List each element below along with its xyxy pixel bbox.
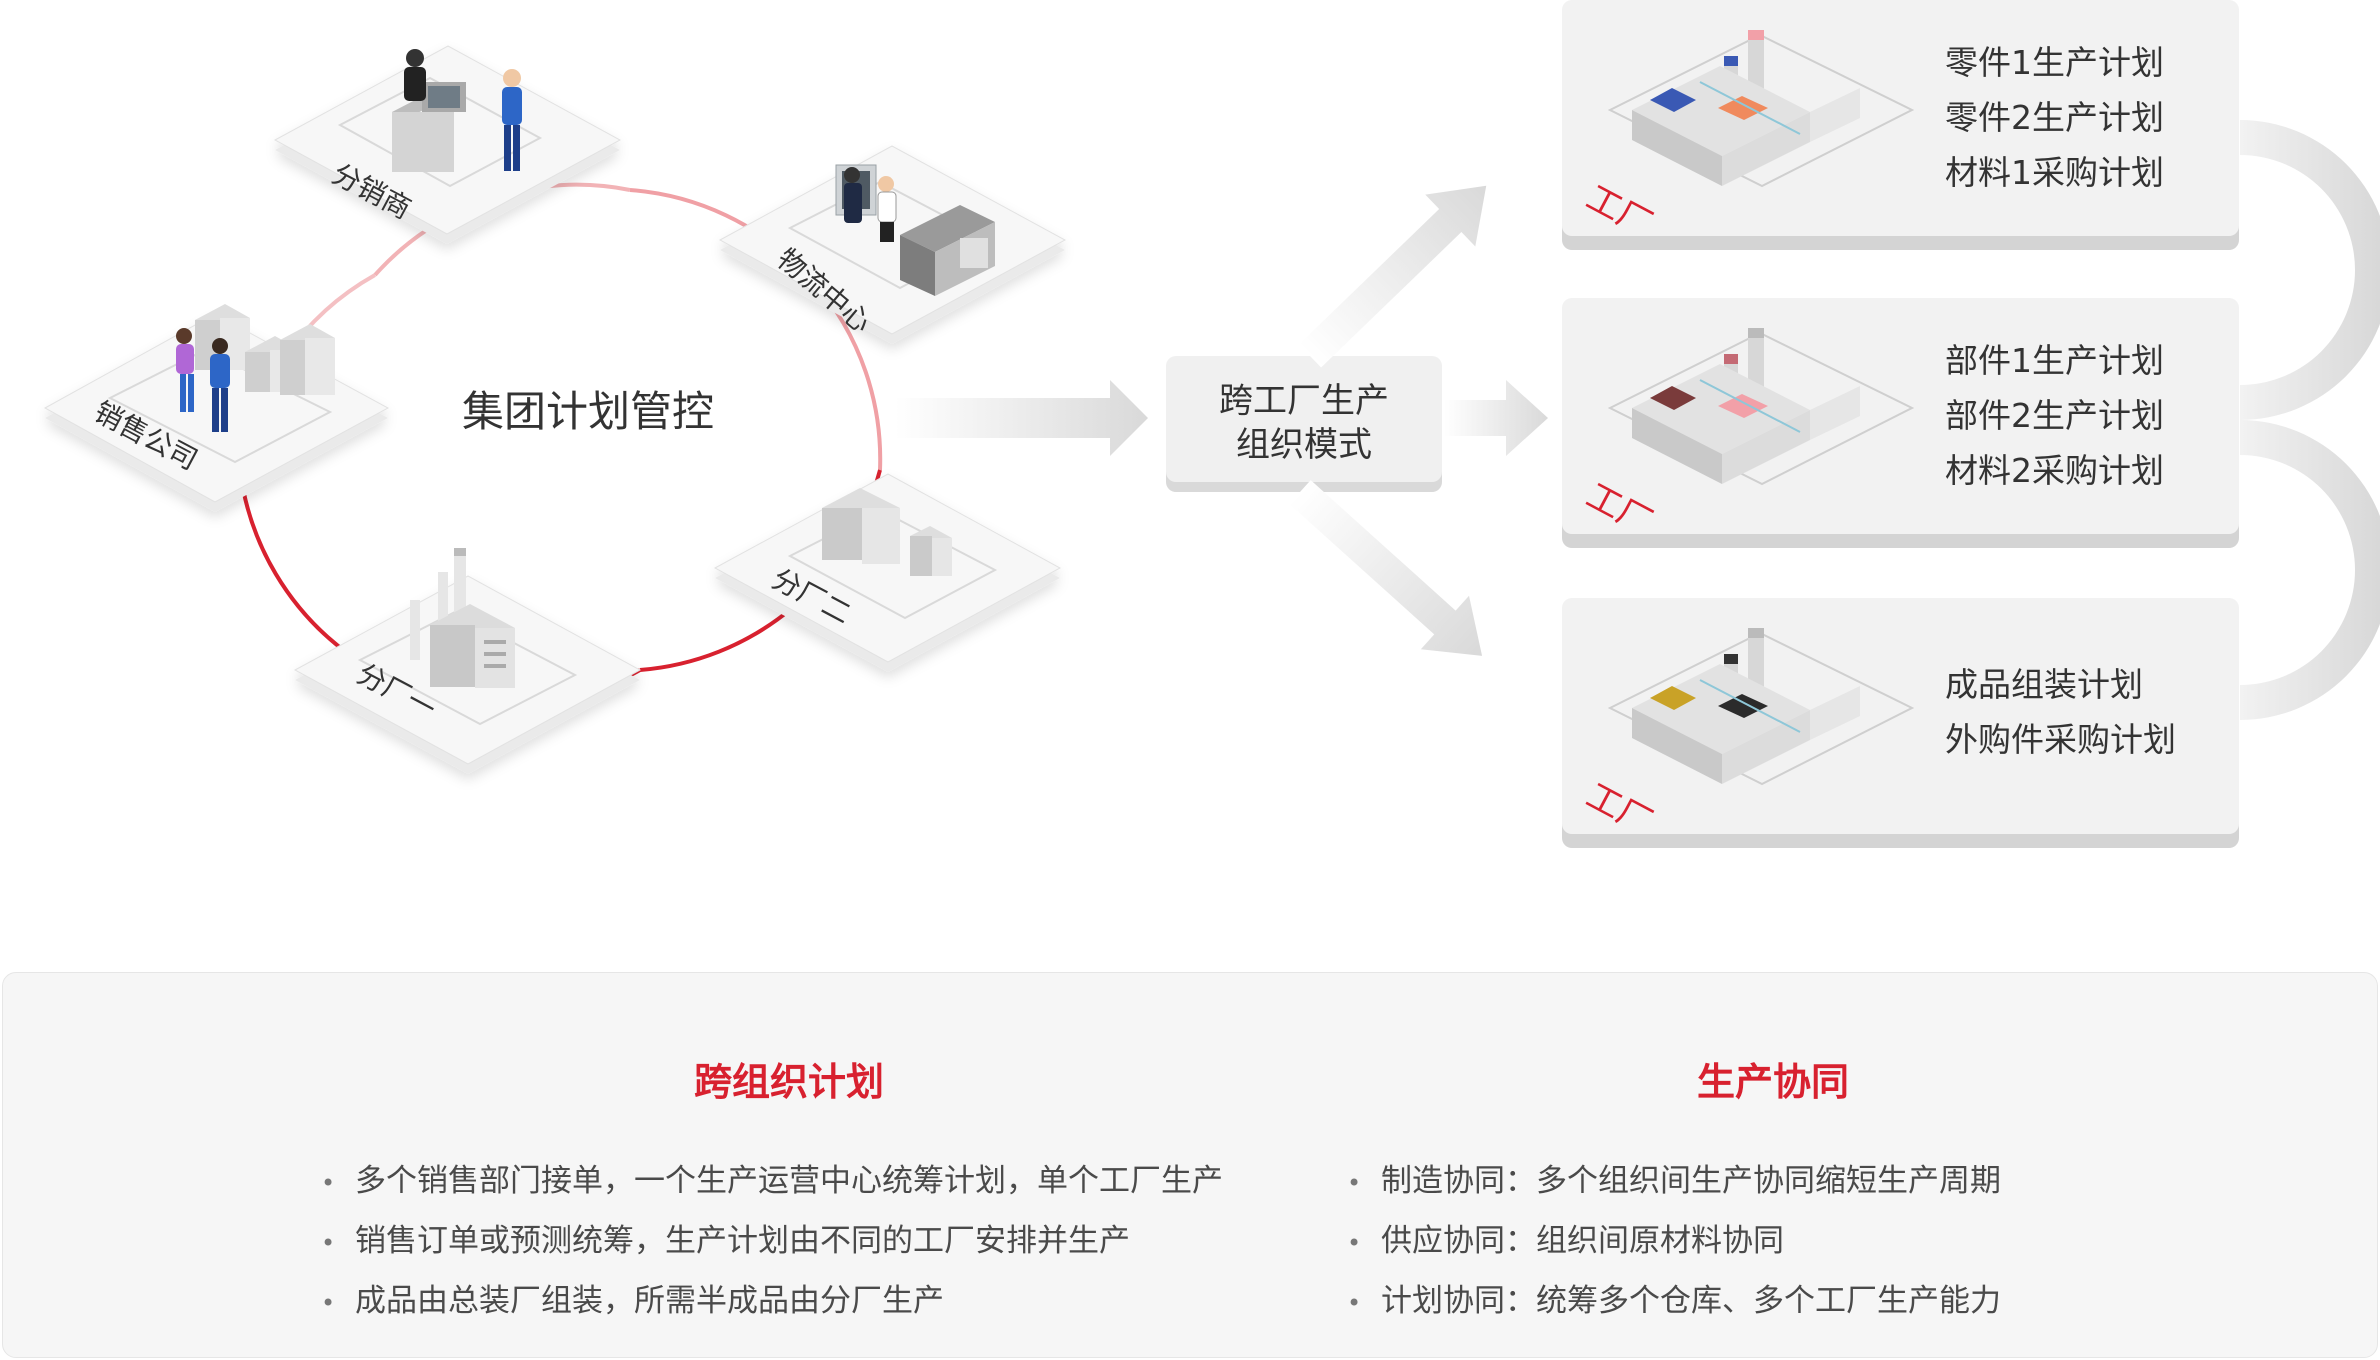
plan-label: 零件1生产计划 xyxy=(1945,43,2164,82)
list-item: 供应协同：组织间原材料协同 xyxy=(1347,1212,2147,1272)
factory-one-illustration xyxy=(410,548,515,688)
mode-label-line2: 组织模式 xyxy=(1236,425,1372,465)
factory-illustration xyxy=(1607,328,1915,486)
plan-label: 部件2生产计划 xyxy=(1945,396,2164,435)
left-title: 跨组织计划 xyxy=(694,1060,885,1104)
logistics-node xyxy=(718,145,1067,344)
arrow-middle xyxy=(1444,380,1548,456)
mode-box xyxy=(1166,356,1442,482)
list-item: 制造协同：多个组织间生产协同缩短生产周期 xyxy=(1347,1152,2147,1212)
factory-illustration xyxy=(1607,628,1915,786)
bottom-panel: 跨组织计划 多个销售部门接单，一个生产运营中心统筹计划，单个工厂生产 销售订单或… xyxy=(2,972,2378,1358)
list-item: 多个销售部门接单，一个生产运营中心统筹计划，单个工厂生产 xyxy=(321,1152,1241,1212)
mode-label-line1: 跨工厂生产 xyxy=(1219,381,1389,421)
plan-label: 材料2采购计划 xyxy=(1945,451,2164,490)
right-column: 生产协同 制造协同：多个组织间生产协同缩短生产周期 供应协同：组织间原材料协同 … xyxy=(1347,1051,2147,1332)
factory-two-illustration xyxy=(822,488,952,576)
left-column: 跨组织计划 多个销售部门接单，一个生产运营中心统筹计划，单个工厂生产 销售订单或… xyxy=(321,1051,1241,1332)
sales-illustration xyxy=(176,304,335,432)
plan-label: 成品组装计划 xyxy=(1945,665,2143,704)
center-label: 集团计划管控 xyxy=(462,387,714,436)
arch-top xyxy=(2240,120,2380,420)
list-item: 成品由总装厂组装，所需半成品由分厂生产 xyxy=(321,1272,1241,1332)
branch-arrows xyxy=(1289,185,1548,656)
plan-label: 材料1采购计划 xyxy=(1945,153,2164,192)
left-list: 多个销售部门接单，一个生产运营中心统筹计划，单个工厂生产 销售订单或预测统筹，生… xyxy=(321,1152,1241,1332)
list-item: 计划协同：统筹多个仓库、多个工厂生产能力 xyxy=(1347,1272,2147,1332)
arrow-lower xyxy=(1289,480,1483,656)
factory-cards: 工厂零件1生产计划零件2生产计划材料1采购计划工厂部件1生产计划部件2生产计划材… xyxy=(1562,0,2239,848)
distributor-illustration xyxy=(392,49,522,172)
arrow-main xyxy=(895,380,1148,456)
plan-label: 零件2生产计划 xyxy=(1945,98,2164,137)
logistics-illustration xyxy=(835,164,995,296)
arch-bottom xyxy=(2240,420,2380,720)
right-list: 制造协同：多个组织间生产协同缩短生产周期 供应协同：组织间原材料协同 计划协同：… xyxy=(1347,1152,2147,1332)
list-item: 销售订单或预测统筹，生产计划由不同的工厂安排并生产 xyxy=(321,1212,1241,1272)
plan-label: 部件1生产计划 xyxy=(1945,341,2164,380)
factory-illustration xyxy=(1607,30,1915,188)
plan-label: 外购件采购计划 xyxy=(1945,720,2176,759)
arrow-upper xyxy=(1298,185,1487,368)
right-title: 生产协同 xyxy=(1697,1060,1850,1104)
